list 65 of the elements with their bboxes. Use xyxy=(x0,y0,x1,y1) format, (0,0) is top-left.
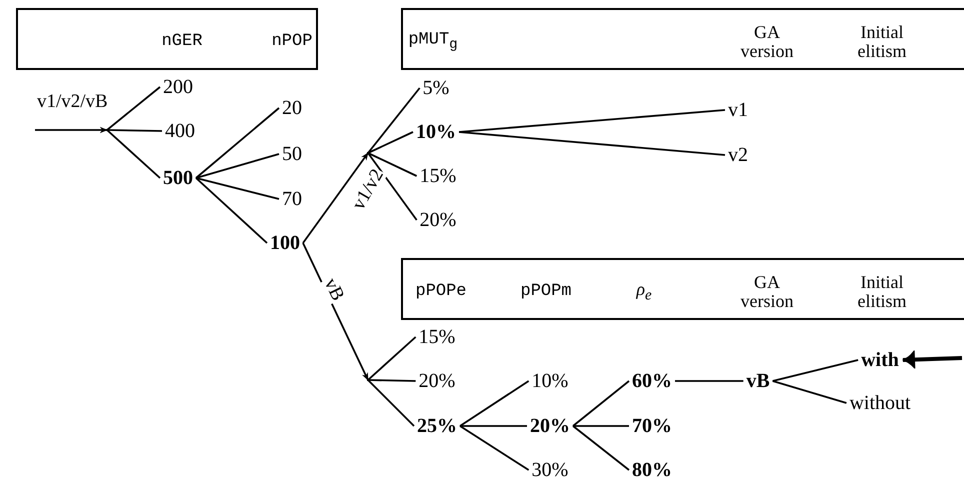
arrow xyxy=(302,152,369,244)
option-value: without xyxy=(849,393,911,413)
branch-line xyxy=(367,87,420,154)
column-header: GA version xyxy=(740,273,794,311)
option-value: v1 xyxy=(728,100,748,120)
option-value: vB xyxy=(746,371,770,391)
branch-line xyxy=(573,425,629,427)
branch-line xyxy=(367,379,415,427)
option-value: 70 xyxy=(282,189,302,209)
branch-line xyxy=(772,359,858,382)
branch-line xyxy=(368,131,414,154)
branch-line xyxy=(196,153,280,179)
column-header: pPOPe xyxy=(416,283,466,301)
arrow xyxy=(35,126,108,134)
option-value: with xyxy=(861,350,899,370)
branch-line xyxy=(106,86,161,131)
branch-line xyxy=(772,380,847,404)
branch-line xyxy=(572,380,630,427)
header-box xyxy=(401,258,964,320)
option-value: 20 xyxy=(282,98,302,118)
option-value: 20% xyxy=(420,210,456,230)
branch-line xyxy=(460,380,530,427)
column-header: Initial elitism xyxy=(856,273,908,311)
branch-line xyxy=(106,129,162,132)
option-value: 5% xyxy=(422,78,450,98)
branch-line xyxy=(368,379,416,382)
column-header: Initial elitism xyxy=(856,23,908,61)
branch-line xyxy=(458,131,726,156)
branch-line xyxy=(367,336,416,381)
option-value: 10% xyxy=(532,371,568,391)
option-value: 10% xyxy=(416,122,456,142)
branch-line xyxy=(196,177,280,200)
branch-line xyxy=(458,109,726,133)
header-box xyxy=(401,8,964,70)
option-value: 80% xyxy=(632,460,672,480)
option-value: 15% xyxy=(420,166,456,186)
option-value: 25% xyxy=(417,416,457,436)
branch-line xyxy=(367,152,418,221)
column-header: ρ$_{e}$ xyxy=(636,280,652,304)
header-box xyxy=(16,8,318,70)
option-value: 500 xyxy=(163,168,193,188)
option-value: 20% xyxy=(418,371,456,391)
column-header: GA version xyxy=(740,23,794,61)
column-header: pMUT$_{g}$ xyxy=(408,31,458,53)
option-value: v2 xyxy=(728,145,748,165)
option-value: 30% xyxy=(532,460,568,480)
column-header: nGER xyxy=(162,33,202,51)
option-value: 200 xyxy=(163,77,193,97)
option-value: 20% xyxy=(530,416,570,436)
branch-line xyxy=(460,425,530,471)
option-value: 15% xyxy=(418,327,456,347)
branch-line xyxy=(106,129,161,179)
branch-line xyxy=(195,177,268,244)
branch-line xyxy=(460,425,527,427)
branch-line xyxy=(368,152,418,177)
option-value: 100 xyxy=(270,233,300,253)
column-header: nPOP xyxy=(272,33,312,51)
option-value: 50 xyxy=(282,144,302,164)
branch-line xyxy=(195,107,280,179)
option-value: 400 xyxy=(165,121,195,141)
option-value: 60% xyxy=(632,371,672,391)
option-value: 70% xyxy=(632,416,672,436)
column-header: pPOPm xyxy=(520,283,572,301)
branch-line xyxy=(572,425,630,471)
branch-line xyxy=(675,380,744,382)
